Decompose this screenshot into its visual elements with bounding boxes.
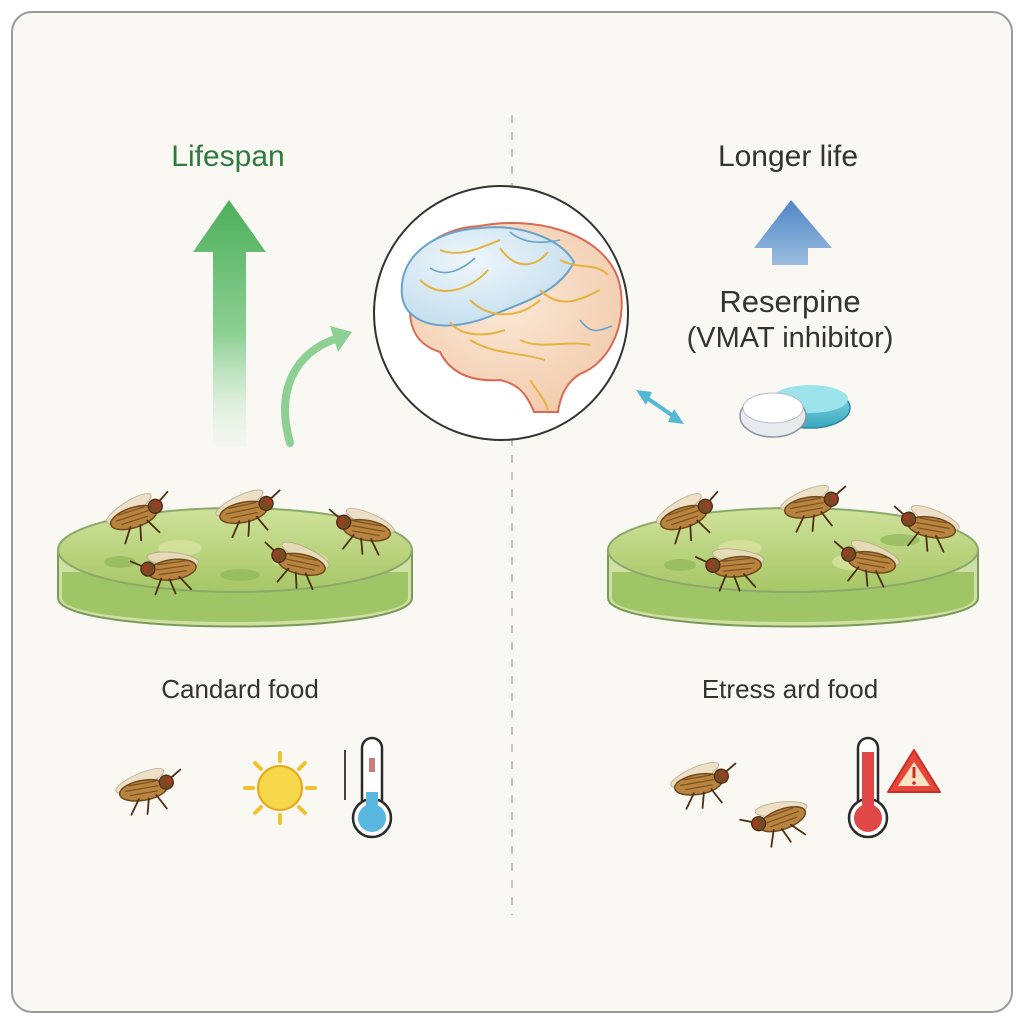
drug-description-label: (VMAT inhibitor) [686,322,894,354]
thermometer-cool-icon [344,736,393,839]
double-arrow-icon [636,390,684,424]
curved-arrow-head [330,326,352,352]
longer-life-label: Longer life [717,140,859,173]
longer-life-up-arrow [754,200,832,265]
left-food-label: Candard food [161,674,319,704]
lifespan-up-arrow [193,200,266,447]
thermometer-hot-icon [847,736,889,839]
curved-arrow-to-brain [281,334,342,447]
warning-icon [887,749,941,793]
drug-name-label: Reserpine [719,284,861,319]
sun-icon [243,751,317,825]
pill-icon [739,385,851,438]
brain-icon [373,185,629,441]
lifespan-label: Lifespan [171,140,285,173]
right-food-label: Etress ard food [701,674,879,704]
